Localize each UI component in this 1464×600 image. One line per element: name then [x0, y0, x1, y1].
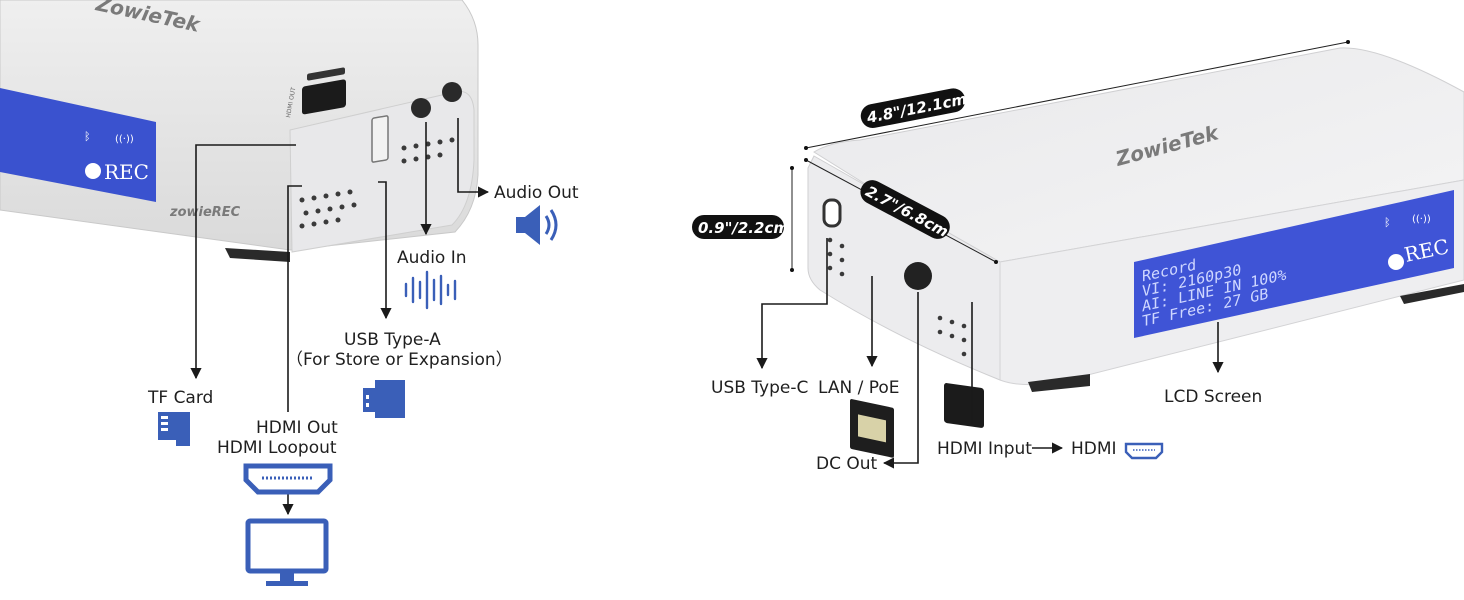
- label-audio-out: Audio Out: [494, 183, 579, 203]
- left-leader-lines: [190, 118, 490, 516]
- dim-length-line: [805, 41, 1349, 149]
- right-bluetooth-icon: ᛒ: [1384, 216, 1391, 229]
- left-model-badge: zowieREC: [169, 205, 241, 220]
- leader-tf-card: [190, 144, 296, 380]
- label-usb-c: USB Type-C: [711, 378, 808, 398]
- label-usb-a: USB Type-A: [344, 330, 441, 350]
- dim-height-pill: 0.9"/2.2cm: [692, 215, 789, 239]
- left-usb-a-port: [371, 115, 389, 163]
- left-device-foot: [225, 248, 290, 262]
- right-rec-dot: [1388, 254, 1404, 270]
- left-bluetooth-icon: ᛒ: [84, 130, 91, 143]
- label-hdmi-loopout: HDMI Loopout: [217, 438, 337, 458]
- leader-usb-a: [378, 181, 392, 320]
- hdmi-small-icon: [1124, 442, 1164, 460]
- left-device-front-face: [289, 90, 475, 253]
- left-tf-slot: [307, 67, 345, 81]
- leader-dc-out: [882, 292, 919, 469]
- label-lan-poe: LAN / PoE: [818, 378, 900, 398]
- leader-usb-c: [756, 238, 828, 370]
- leader-hdmi-out: [287, 185, 302, 412]
- right-device-foot-2: [1400, 284, 1464, 304]
- right-usb-c-port: [822, 198, 842, 228]
- right-device: Record VI: 2160p30 AI: LINE IN 100% TF F…: [807, 47, 1464, 458]
- leader-audio-out: [457, 118, 490, 198]
- speaker-icon: [516, 205, 558, 245]
- right-dc-jack: [904, 262, 932, 290]
- right-leader-lines: [756, 238, 1224, 469]
- label-audio-in: Audio In: [397, 248, 467, 268]
- right-lan-port-insert: [858, 414, 886, 443]
- left-audio-out-jack: [442, 82, 462, 102]
- left-device-lcd: [0, 88, 156, 202]
- label-dc-out: DC Out: [816, 454, 878, 474]
- left-audio-in-jack: [411, 98, 431, 118]
- left-vent-holes: [299, 137, 455, 229]
- usb-drive-icon: [363, 380, 405, 418]
- dim-height-text: 0.9"/2.2cm: [698, 219, 789, 237]
- label-lcd-screen: LCD Screen: [1164, 387, 1262, 407]
- label-usb-a-note: （For Store or Expansion）: [286, 350, 513, 370]
- sd-card-icon: [158, 412, 190, 446]
- right-device-lcd: [1134, 190, 1454, 338]
- left-rec-label: REC: [104, 160, 149, 184]
- hdmi-port-icon: [243, 463, 333, 495]
- label-tf-card: TF Card: [147, 388, 213, 408]
- dimension-lines: [790, 40, 1350, 272]
- dim-length-pill: 4.8"/12.1cm: [860, 88, 968, 129]
- label-hdmi-out: HDMI Out: [256, 418, 338, 438]
- left-device: REC ᛒ ((·)) ZowieTek zowieREC HDMI OUT: [0, 0, 479, 262]
- left-wifi-icon: ((·)): [115, 134, 134, 145]
- right-hdmi-port: [944, 383, 984, 428]
- label-hdmi-input: HDMI Input: [937, 439, 1032, 459]
- right-wifi-icon: ((·)): [1412, 214, 1431, 225]
- left-hdmi-port: [302, 79, 346, 115]
- right-device-foot: [1028, 374, 1090, 392]
- right-vent-holes: [827, 237, 967, 357]
- sound-wave-icon: [404, 270, 457, 310]
- label-hdmi: HDMI: [1071, 439, 1117, 459]
- left-rec-dot: [85, 163, 101, 179]
- monitor-icon: [245, 518, 329, 586]
